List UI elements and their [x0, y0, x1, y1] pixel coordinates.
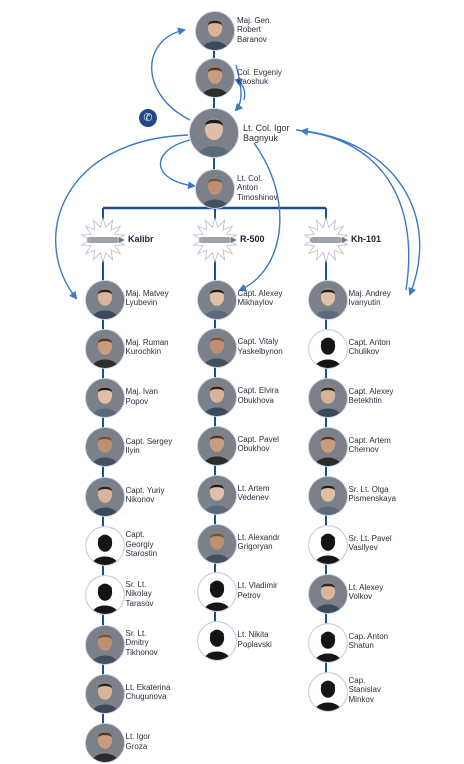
person-silhouette-icon [307, 328, 348, 369]
person-label: Lt. Alexey Volkov [348, 582, 384, 601]
person-photo [196, 523, 237, 564]
person-photo [195, 11, 235, 51]
person-photo [84, 673, 125, 714]
missile-tip [119, 237, 125, 243]
person-silhouette-icon [307, 524, 348, 565]
person-silhouette-icon [84, 526, 125, 566]
arrow-to-ivanyutin [295, 129, 421, 296]
person-photo [84, 378, 125, 419]
person-label: Maj. Ivan Popov [125, 387, 158, 406]
person-photo [195, 58, 235, 98]
person-label: Sr. Lt. Nikolay Tarasov [125, 579, 154, 608]
person-label: Lt. Nikita Poplavski [237, 630, 272, 649]
person-label: Capt. Alexey Betekhtin [348, 386, 394, 405]
person-photo [307, 573, 348, 614]
person-label: Capt. Georgiy Starostin [125, 530, 158, 559]
person-photo [84, 328, 125, 369]
person-label: Maj. Matvey Lyubevin [125, 288, 169, 307]
person-label: Sr. Lt. Dmitry Tikhonov [125, 629, 158, 657]
person-label: Capt. Elvira Obukhova [237, 386, 279, 405]
missile-tip [231, 237, 237, 243]
missile-label: R-500 [240, 234, 265, 244]
person-label: Sr. Lt. Olga Pismenskaya [348, 484, 397, 503]
person-photo [195, 169, 235, 209]
arrow-to-timoshinov [159, 139, 196, 190]
arrow-to-baranov [151, 27, 191, 121]
person-label: Lt. Vladimir Petrov [237, 581, 278, 600]
person-photo [307, 377, 348, 418]
person-photo [84, 624, 125, 665]
missile-label: Kalibr [128, 234, 154, 244]
person-photo [84, 723, 125, 764]
person-label: Lt. Alexandr Grigoryan [237, 532, 280, 551]
person-label: Capt. Vitaly Yaskelbynon [237, 337, 283, 356]
phone-icon: ✆ [139, 109, 157, 127]
person-label: Maj. Andrey Ivanyutin [348, 288, 391, 307]
person-photo [84, 279, 125, 320]
person-label: Capt. Yuriy Nikonov [125, 485, 165, 505]
person-label: Maj. Ruman Kurochkin [125, 337, 169, 357]
label-timoshinov: Lt. Col. Anton Timoshinov [237, 173, 278, 202]
person-photo [307, 426, 348, 467]
person-label: Capt. Pavel Obukhov [237, 435, 279, 454]
missile-icon [310, 237, 342, 243]
person-photo [307, 475, 348, 516]
person-photo [196, 328, 237, 369]
arrow-ivanyutin-to-bagnyuk [300, 127, 410, 291]
person-label: Capt. Alexey Mikhaylov [237, 288, 283, 307]
person-label: Cap. Stanislav Minkov [348, 675, 381, 704]
person-photo [189, 108, 239, 158]
arrow-bagnyuk-kaoshuk [234, 79, 246, 101]
missile-icon [87, 237, 119, 243]
person-photo [84, 427, 125, 468]
label-kaoshuk: Col. Evgeniy Kaoshuk [237, 67, 282, 86]
person-photo [196, 279, 237, 320]
person-label: Lt. Ekaterina Chugunova [125, 683, 171, 702]
person-photo [84, 476, 125, 517]
missile-label: Kh-101 [351, 234, 382, 244]
person-silhouette-icon [84, 575, 125, 616]
person-label: Capt. Anton Chulikov [348, 337, 391, 356]
person-silhouette-icon [196, 572, 237, 613]
person-label: Sr. Lt. Pavel Vasilyev [348, 533, 392, 552]
person-photo [196, 474, 237, 515]
label-bagnyuk: Lt. Col. Igor Bagnyuk [243, 122, 290, 143]
person-label: Capt. Artem Chernov [348, 435, 391, 454]
missile-icon [199, 237, 231, 243]
person-photo [196, 377, 237, 418]
missile-tip [342, 237, 348, 243]
label-baranov: Maj. Gen. Robert Baranov [237, 15, 272, 44]
person-label: Cap. Anton Shatun [348, 631, 389, 650]
person-label: Lt. Artem Vedenev [237, 483, 270, 503]
arrow-to-lyubevin [55, 134, 189, 300]
person-label: Lt. Igor Groza [125, 732, 151, 751]
person-silhouette-icon [196, 621, 237, 662]
arrow-kaoshuk-bagnyuk [234, 64, 243, 112]
person-photo [307, 279, 348, 320]
person-photo [196, 425, 237, 466]
person-silhouette-icon [307, 671, 348, 712]
person-silhouette-icon [307, 622, 348, 663]
person-label: Capt. Sergey Ilyin [125, 436, 173, 455]
arrow-to-mikhaylov [238, 142, 281, 292]
